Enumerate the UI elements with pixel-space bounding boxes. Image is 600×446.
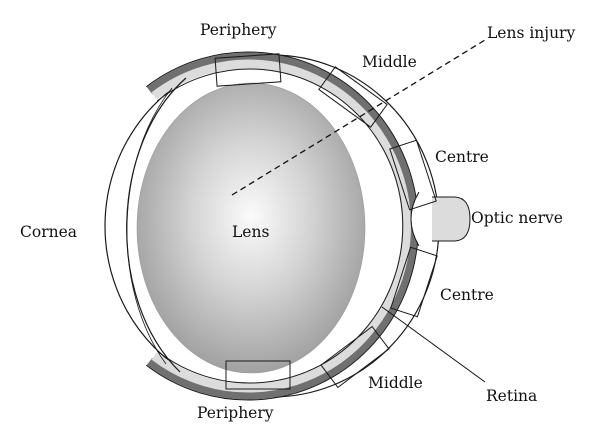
optic-nerve: [410, 190, 471, 248]
label-cornea: Cornea: [20, 223, 77, 241]
box-periphery-bottom: [225, 360, 291, 390]
label-periphery-top: Periphery: [200, 21, 277, 39]
retina-leader-line: [381, 306, 486, 383]
box-centre-bottom: [390, 246, 438, 318]
label-middle-bottom: Middle: [368, 374, 423, 392]
lens: [136, 82, 366, 374]
region-boxes: [214, 53, 438, 390]
optic-disc-edge: [410, 191, 420, 247]
label-middle-top: Middle: [362, 53, 417, 71]
box-periphery-top: [214, 53, 282, 87]
label-optic-nerve: Optic nerve: [471, 209, 563, 227]
retina-inner-outline: [156, 68, 404, 384]
label-periphery-bottom: Periphery: [197, 404, 274, 422]
label-lens: Lens: [232, 223, 269, 241]
optic-nerve-stalk: [427, 196, 471, 242]
label-centre-bottom: Centre: [440, 286, 494, 304]
label-centre-top: Centre: [435, 148, 489, 166]
label-lens-injury: Lens injury: [487, 24, 575, 42]
label-retina: Retina: [486, 387, 537, 405]
retina-layer: [151, 59, 411, 393]
box-centre-top: [389, 139, 437, 211]
cornea-inner-arc: [126, 87, 173, 365]
box-middle-top: [318, 66, 388, 128]
box-middle-bottom: [320, 325, 390, 389]
